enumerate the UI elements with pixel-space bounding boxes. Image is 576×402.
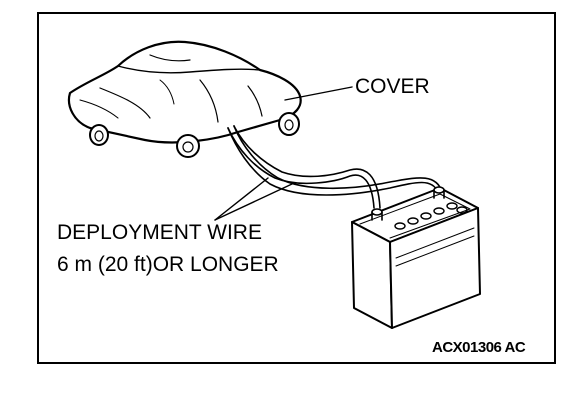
wire-length-label: 6 m (20 ft)OR LONGER xyxy=(57,253,279,276)
wire-leader-line-2 xyxy=(214,183,293,221)
wire-leader-line-1 xyxy=(214,177,269,221)
deployment-wire xyxy=(227,125,443,209)
cover-label: COVER xyxy=(355,75,430,98)
car-battery-icon xyxy=(351,186,481,329)
diagram-frame xyxy=(37,12,556,364)
figure-code: ACX01306 AC xyxy=(432,339,526,356)
cover-leader-line xyxy=(284,86,353,101)
deployment-wire-label: DEPLOYMENT WIRE xyxy=(57,221,262,244)
covered-car-icon xyxy=(67,40,302,158)
